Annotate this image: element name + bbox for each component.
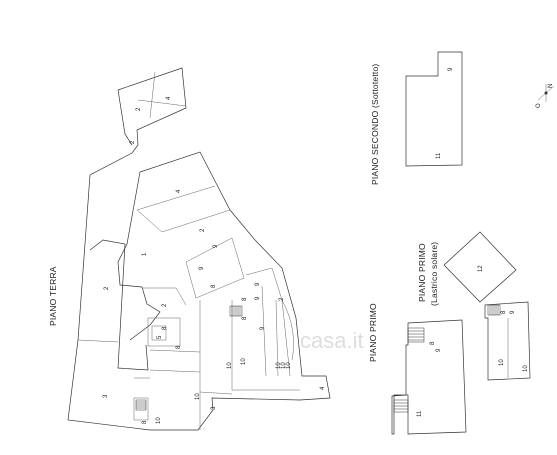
- first-floor-right-outline: [484, 301, 531, 381]
- stair-icon: [135, 399, 147, 411]
- compass-north: N: [548, 84, 554, 88]
- roof-terrace-title: PIANO PRIMO: [417, 243, 427, 302]
- second-floor-plan: 9 11: [405, 51, 463, 167]
- room-label: 10: [286, 362, 292, 369]
- wall: [231, 300, 300, 391]
- room-label: 10: [241, 358, 247, 365]
- wall: [245, 267, 291, 377]
- wall: [149, 71, 156, 119]
- room-label: 11: [436, 152, 442, 159]
- room-label: 3: [211, 406, 217, 410]
- compass-icon: N O: [536, 84, 555, 108]
- room-label: 2: [279, 297, 285, 301]
- wall: [261, 285, 267, 377]
- room-label: 3: [103, 394, 109, 398]
- stair-icon: [487, 304, 501, 316]
- first-floor-outline: [391, 319, 467, 435]
- room-label: 9: [448, 67, 454, 71]
- room-label: 10: [156, 417, 162, 424]
- room-label: 8: [162, 326, 168, 330]
- first-floor-title: PIANO PRIMO: [368, 303, 378, 362]
- wall: [161, 209, 231, 233]
- stair-icon: [229, 305, 243, 317]
- room-label: 10: [276, 362, 282, 369]
- room-label: 8: [142, 420, 148, 424]
- room-label: 10: [227, 362, 233, 369]
- bath: [133, 397, 149, 421]
- roof-terrace-subtitle: (Lastrico solare): [429, 242, 439, 306]
- stair-icon: [393, 399, 409, 413]
- room-label: 10: [499, 359, 505, 366]
- room-label: 8: [211, 284, 217, 288]
- stair-icon: [407, 327, 425, 343]
- ground-floor-left-wing: [89, 239, 149, 371]
- first-floor-plan: 9 11 8: [391, 319, 467, 435]
- room-label: 12: [478, 265, 484, 272]
- room-label: 8: [242, 297, 248, 301]
- room-label: 2: [136, 107, 142, 111]
- room-label: 2: [130, 140, 136, 144]
- wall: [136, 209, 163, 233]
- wall: [275, 299, 279, 377]
- room-label: 11: [417, 410, 423, 417]
- room-label: 4: [166, 96, 172, 100]
- room-label: 8: [176, 345, 182, 349]
- watermark: casa.it: [300, 328, 364, 353]
- ground-floor-title: PIANO TERRA: [48, 266, 58, 326]
- compass-west: O: [536, 103, 542, 108]
- room-label: 2: [162, 303, 168, 307]
- ground-floor-outline: [67, 67, 331, 431]
- room-label: 5: [157, 335, 163, 339]
- room-label: 2: [200, 228, 206, 232]
- room-label: 2: [104, 286, 110, 290]
- room-label: 8: [242, 316, 248, 320]
- wall: [199, 391, 233, 395]
- room-label: 8: [430, 341, 436, 345]
- room-outline: [185, 237, 245, 299]
- small-room: [151, 325, 167, 341]
- room-label: 9: [213, 244, 219, 248]
- ground-floor-plan: [67, 67, 331, 431]
- ground-floor-outline-b: [117, 89, 133, 146]
- room-label: 9: [260, 326, 266, 330]
- wall: [136, 185, 216, 211]
- room-label: 8: [501, 310, 507, 314]
- wall: [77, 339, 119, 343]
- roof-terrace-outline: [443, 231, 517, 303]
- ground-floor-labels: 2 4 2 4 2 9 9 8 1 2 9 8 8 9 2 9 2 5 8 8 …: [103, 96, 326, 424]
- room-label: 9: [199, 266, 205, 270]
- curved-wall: [281, 299, 294, 361]
- room-label: 10: [281, 362, 287, 369]
- room-label: 4: [320, 386, 326, 390]
- wall: [137, 99, 187, 107]
- roof-terrace-plan: 12 8 9 10 10: [443, 231, 531, 381]
- room-label: 1: [142, 252, 148, 256]
- wall: [149, 369, 201, 373]
- room-label: 9: [255, 282, 261, 286]
- wall: [175, 287, 187, 306]
- room-label: 10: [523, 365, 529, 372]
- wall: [149, 349, 201, 353]
- second-floor-outline: [405, 51, 463, 167]
- room-label: 10: [195, 393, 201, 400]
- room-label: 9: [510, 310, 516, 314]
- room-label: 9: [436, 348, 442, 352]
- room-label: 4: [176, 189, 182, 193]
- second-floor-title: PIANO SECONDO (Sottotetto): [370, 64, 380, 185]
- room-label: 9: [255, 296, 261, 300]
- small-room: [147, 317, 181, 347]
